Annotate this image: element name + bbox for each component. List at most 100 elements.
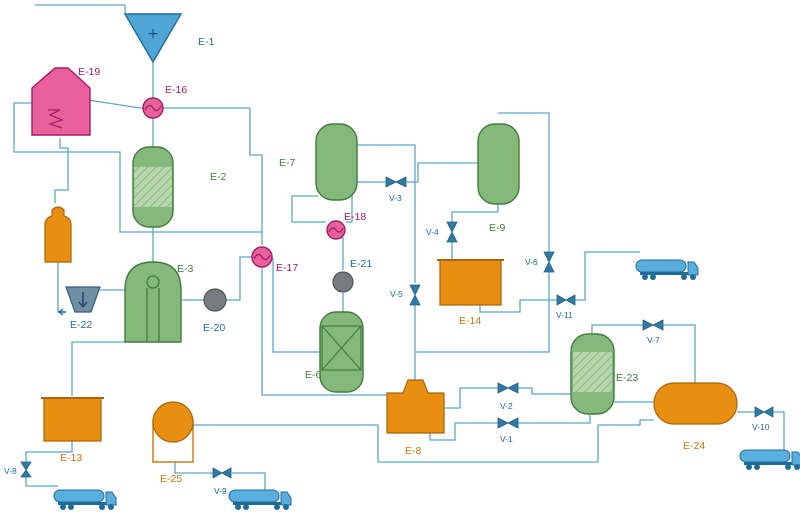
filter-e22[interactable] (65, 286, 101, 313)
arrow-down-icon (78, 301, 88, 309)
pump-e21[interactable] (332, 271, 354, 293)
packed-column-e23[interactable] (570, 333, 615, 415)
label-v10: V-10 (752, 422, 770, 432)
valve-v9[interactable] (212, 467, 232, 479)
pipe-v2-e23 (518, 387, 571, 395)
pump-e20[interactable] (203, 288, 227, 312)
furnace-e19[interactable] (31, 67, 91, 136)
spherical-tank-e25[interactable] (152, 401, 194, 463)
pipe-e7-e18 (291, 195, 326, 223)
horizontal-tank-e24[interactable] (653, 382, 738, 425)
label-e17: E-17 (276, 262, 298, 274)
pipe-e19-e16 (87, 99, 263, 245)
pipe-e14-v11 (479, 299, 557, 313)
reactor-port (146, 275, 160, 289)
arrow-left-icon (57, 308, 66, 316)
valve-v5[interactable] (409, 284, 421, 306)
pipe-e23-v7 (591, 324, 643, 336)
label-e8: E-8 (405, 445, 422, 457)
valve-v2[interactable] (497, 382, 519, 394)
pipe-e19-e22 (57, 262, 66, 313)
exchanger-coil-icon (253, 253, 271, 261)
heat-exchanger-e18[interactable] (326, 220, 346, 240)
valve-v10[interactable] (754, 406, 774, 418)
label-e3: E-3 (177, 263, 194, 275)
pipe-e19-loop (13, 102, 262, 233)
plus-icon: + (147, 26, 159, 42)
pipe-v11-truck (575, 251, 640, 301)
pipe-e19-return (54, 138, 69, 203)
vessel-e9[interactable] (477, 123, 520, 205)
packed-column-e2[interactable] (132, 146, 174, 228)
tanker-truck-icon (739, 449, 800, 471)
valve-v8[interactable] (20, 461, 32, 478)
pipe-v10-truck (773, 411, 785, 450)
label-e6: E-6 (305, 369, 322, 381)
packing-bed (573, 352, 612, 392)
gas-cylinder[interactable] (44, 206, 72, 263)
label-e24: E-24 (683, 440, 705, 452)
label-v2: V-2 (500, 401, 513, 411)
reactor-e3[interactable] (124, 261, 182, 343)
pipe-v7-e24 (663, 324, 696, 383)
tanker-truck-icon (635, 259, 699, 281)
label-e9: E-9 (489, 222, 506, 234)
tanker-truck-icon (53, 489, 117, 511)
label-v8: V-8 (4, 466, 17, 476)
pipe-e9-v4 (451, 202, 499, 222)
label-e19: E-19 (78, 66, 100, 78)
packed-reactor-e6[interactable] (319, 311, 364, 393)
label-v6: V-6 (525, 257, 538, 267)
label-v9: V-9 (214, 486, 227, 496)
pipe-e3-e13 (71, 341, 125, 396)
label-e23: E-23 (616, 372, 638, 384)
label-v11: V-11 (556, 310, 573, 320)
label-v7: V-7 (647, 335, 660, 345)
exchanger-coil-icon (144, 104, 162, 112)
settling-tank-e8[interactable] (386, 379, 445, 434)
pipe-e13-v8 (25, 441, 73, 462)
pipe-e17-e6 (261, 268, 410, 396)
open-tank-e13[interactable] (41, 397, 104, 442)
valve-v4[interactable] (446, 221, 458, 243)
pipe-feed-e1 (35, 4, 126, 14)
exchanger-coil-icon (328, 227, 344, 233)
pipe-v6-down (415, 272, 550, 353)
open-tank-e14[interactable] (437, 259, 504, 306)
vessel-e7[interactable] (315, 123, 358, 201)
label-e1: E-1 (198, 36, 215, 48)
label-v1: V-1 (500, 434, 513, 444)
label-e2: E-2 (210, 171, 227, 183)
label-v5: V-5 (390, 289, 403, 299)
label-e7: E-7 (279, 157, 296, 169)
tanker-truck-icon (228, 489, 292, 511)
pipe-e8-v1 (429, 422, 498, 441)
label-e16: E-16 (165, 84, 187, 96)
pipe-v8-truck (25, 477, 58, 487)
label-e13: E-13 (60, 452, 82, 464)
valve-v6[interactable] (543, 251, 555, 273)
label-e25: E-25 (160, 473, 182, 485)
pipe-e8-v2 (444, 387, 498, 409)
pipe-e18-e21 (336, 237, 344, 270)
label-e21: E-21 (350, 258, 372, 270)
pipe-e17-right (272, 258, 320, 353)
label-v4: V-4 (426, 227, 439, 237)
label-v3: V-3 (389, 193, 402, 203)
label-e20: E-20 (203, 322, 225, 334)
heat-exchanger-e16[interactable] (142, 97, 164, 119)
valve-v1[interactable] (497, 417, 519, 429)
pipe-e25-v9 (174, 462, 213, 474)
hopper-e1[interactable]: + (123, 13, 183, 64)
label-e22: E-22 (70, 319, 92, 331)
pipe-e25-e24 (193, 419, 654, 463)
packing-bed (134, 167, 172, 207)
valve-v3[interactable] (385, 176, 407, 188)
label-e14: E-14 (459, 315, 481, 327)
heat-exchanger-e17[interactable] (251, 246, 273, 268)
pipe-v3-e9 (406, 162, 478, 183)
valve-v7[interactable] (642, 319, 664, 331)
pipe-network (13, 4, 785, 490)
valve-v11[interactable] (556, 294, 576, 306)
